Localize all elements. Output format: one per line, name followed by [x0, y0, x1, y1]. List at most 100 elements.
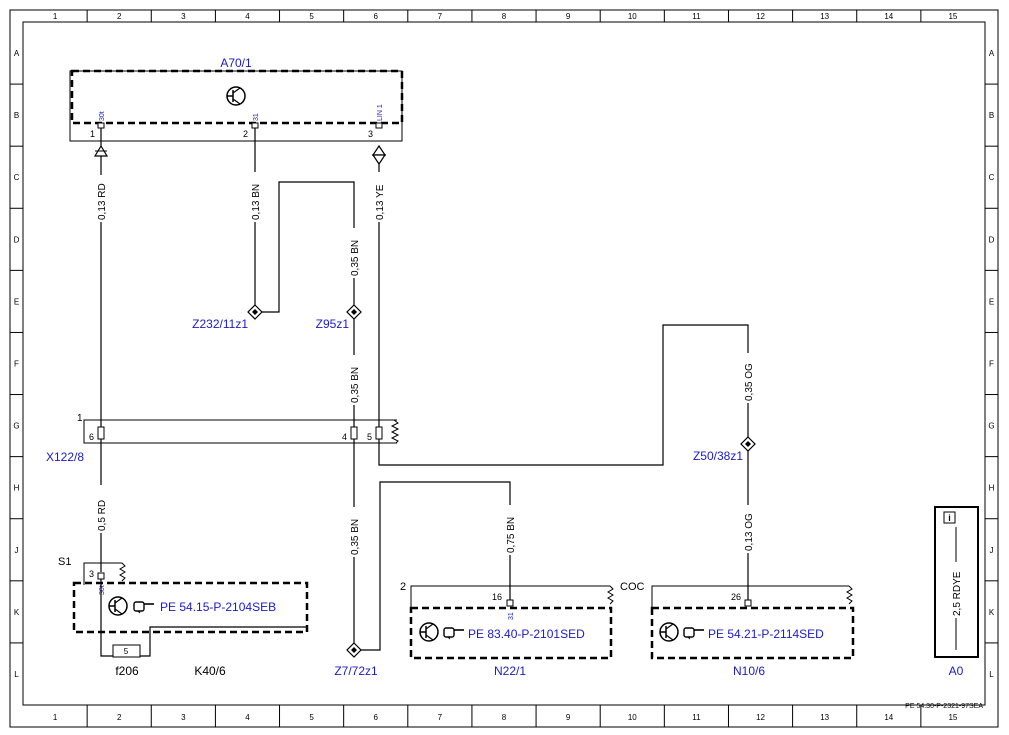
- splice-label[interactable]: Z50/38z1: [693, 449, 743, 463]
- grid-column-label: 2: [117, 12, 122, 21]
- n22-label[interactable]: N22/1: [494, 664, 526, 678]
- pointing-hand-icon: [683, 627, 704, 640]
- grid-row-label: K: [989, 608, 995, 617]
- grid-column-label: 7: [438, 12, 443, 21]
- wire-label[interactable]: 0,13 BN: [251, 184, 262, 220]
- grid-column-label: 8: [502, 713, 507, 722]
- grid-row-label: F: [989, 360, 994, 369]
- wire-label[interactable]: 0,35 OG: [744, 363, 755, 401]
- x122-bottom: [83, 420, 397, 444]
- n22-box[interactable]: [409, 606, 613, 660]
- wire-label[interactable]: 0,13 RD: [97, 183, 108, 220]
- n10-box[interactable]: [650, 606, 855, 660]
- n10-reference-link[interactable]: PE 54.21-P-2114SED: [708, 627, 824, 641]
- svg-text:4: 4: [342, 432, 347, 442]
- splice-label[interactable]: Z232/11z1: [192, 317, 248, 331]
- outer-frame: [9, 9, 999, 728]
- x122-pin-4[interactable]: 4: [342, 426, 358, 442]
- a70-pin-1[interactable]: 1 30t: [90, 111, 106, 139]
- grid-column-label: 15: [948, 12, 957, 21]
- break-zigzag-icon: [846, 585, 853, 605]
- svg-text:30t: 30t: [99, 585, 106, 595]
- a0-label[interactable]: A0: [949, 664, 964, 678]
- wire-label[interactable]: 0,35 BN: [350, 367, 361, 403]
- svg-text:30t: 30t: [99, 111, 106, 121]
- splice-diamond-icon: [346, 304, 362, 320]
- grid-column-label: 13: [820, 713, 829, 722]
- grid-row-label: A: [989, 49, 995, 58]
- grid-row-label: K: [14, 608, 20, 617]
- s1-reference-link[interactable]: PE 54.15-P-2104SEB: [160, 600, 276, 614]
- s1-box[interactable]: [72, 581, 309, 634]
- grid-row-label: E: [989, 297, 994, 306]
- inner-frame: [22, 21, 986, 706]
- grid-column-label: 10: [628, 12, 637, 21]
- svg-text:LIN 1: LIN 1: [377, 104, 384, 121]
- n10-pin-26[interactable]: 26: [731, 592, 752, 607]
- x122-pin-5[interactable]: 5: [367, 426, 383, 442]
- grid-row-label: G: [13, 422, 19, 431]
- transistor-icon: [108, 596, 128, 616]
- wire-label[interactable]: 0,13 OG: [744, 513, 755, 551]
- svg-text:5: 5: [367, 432, 372, 442]
- grid-column-label: 8: [502, 12, 507, 21]
- wire-label[interactable]: 0,5 RD: [97, 500, 108, 531]
- a70-housing: [69, 70, 403, 142]
- a0-box[interactable]: [934, 506, 979, 658]
- n22-reference-link[interactable]: PE 83.40-P-2101SED: [468, 627, 585, 641]
- n22-outline: [410, 585, 610, 608]
- a70-box[interactable]: [70, 69, 404, 125]
- info-icon[interactable]: i: [943, 511, 956, 524]
- splice-diamond-icon: [740, 436, 756, 452]
- document-reference: PE 54.30-P-2321-97SEA: [905, 703, 983, 710]
- wire-label[interactable]: 0,35 BN: [350, 240, 361, 276]
- grid-column-label: 4: [245, 12, 250, 21]
- wire-label[interactable]: 0,75 BN: [506, 517, 517, 553]
- fuse-icon: 5: [112, 644, 141, 658]
- x122-pin-6[interactable]: 6: [89, 426, 105, 442]
- n10-outline: [651, 585, 849, 608]
- grid-column-label: 11: [692, 713, 701, 722]
- grid-column-label: 12: [756, 713, 765, 722]
- grid-column-label: 6: [374, 12, 379, 21]
- break-zigzag-icon: [119, 562, 126, 582]
- grid-column-label: 14: [884, 12, 893, 21]
- grid-row-label: B: [989, 111, 994, 120]
- x122-number: 1: [77, 413, 83, 424]
- a70-pin-3[interactable]: 3 LIN 1: [368, 104, 384, 139]
- n10-label[interactable]: N10/6: [733, 664, 765, 678]
- splice-diamond-icon: [247, 304, 263, 320]
- transistor-icon: [419, 622, 439, 642]
- grid-row-label: D: [989, 235, 995, 244]
- svg-text:16: 16: [492, 592, 502, 602]
- grid-row-label: J: [990, 546, 994, 555]
- svg-text:3: 3: [368, 129, 373, 139]
- wire-label[interactable]: 0,35 BN: [350, 519, 361, 555]
- s1-fuse-loop: [100, 626, 307, 657]
- grid-column-label: 3: [181, 12, 186, 21]
- a70-pin-2[interactable]: 2 31: [243, 113, 260, 139]
- grid-row-label: C: [989, 173, 995, 182]
- grid-column-label: 15: [948, 713, 957, 722]
- wire-lines: [100, 128, 749, 651]
- grid-row-label: L: [989, 670, 994, 679]
- n10-number: COC: [620, 581, 645, 593]
- wire-label[interactable]: 0,13 YE: [375, 184, 386, 220]
- n22-pin-16[interactable]: 16 31: [492, 592, 515, 620]
- connector-double-arrow-icon: [371, 144, 387, 166]
- grid-column-label: 10: [628, 713, 637, 722]
- grid-row-label: B: [14, 111, 19, 120]
- grid-column-label: 6: [374, 713, 379, 722]
- splice-label[interactable]: Z95z1: [316, 317, 350, 331]
- grid-row-label: H: [989, 484, 995, 493]
- a70-label[interactable]: A70/1: [220, 56, 252, 70]
- splice-label[interactable]: Z7/72z1: [334, 664, 378, 678]
- a0-wire-label[interactable]: 2,5 RDYE: [952, 571, 963, 616]
- grid-column-label: 1: [53, 713, 58, 722]
- x122-label[interactable]: X122/8: [46, 450, 84, 464]
- grid-column-label: 9: [566, 713, 571, 722]
- splice-diamond-icon: [346, 642, 362, 658]
